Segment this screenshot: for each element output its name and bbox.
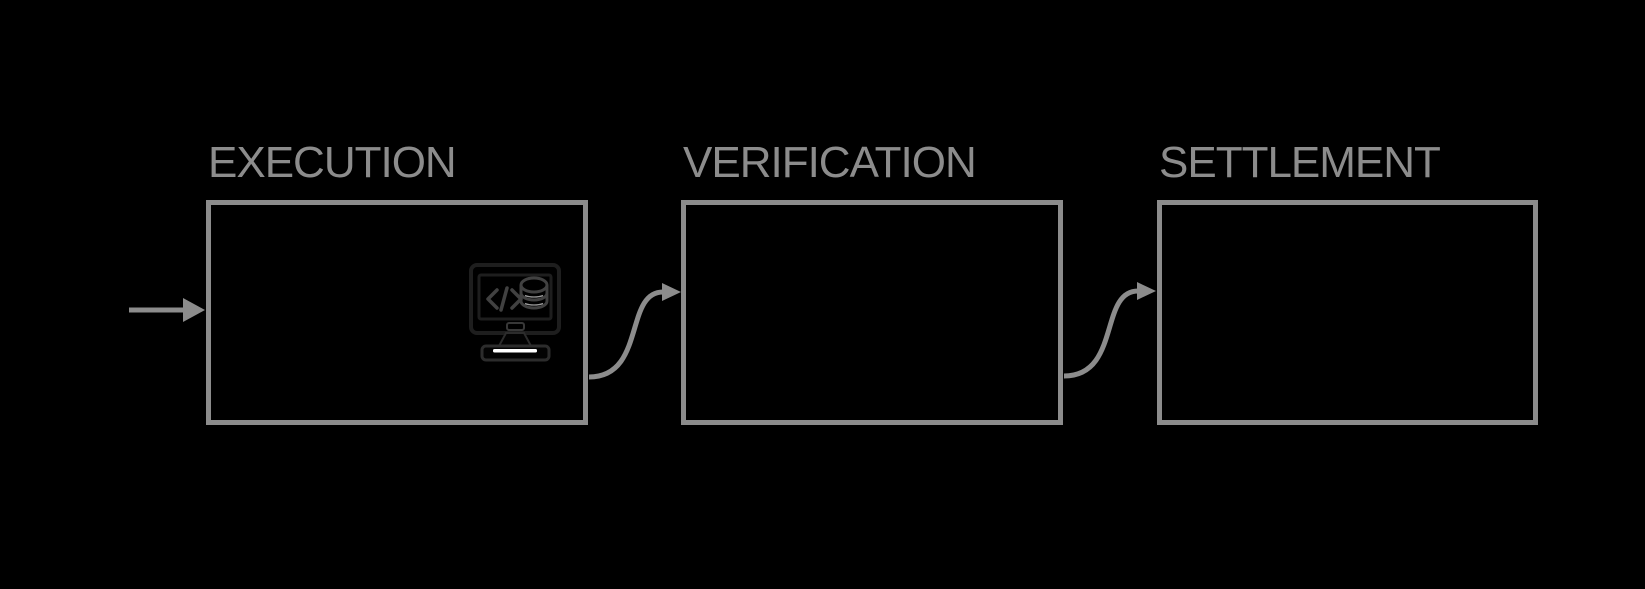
flow-arrow-verification-to-settlement — [1063, 282, 1156, 379]
base-highlight — [493, 349, 537, 353]
flow-arrow-execution-to-verification — [588, 283, 681, 380]
stage-settlement: SETTLEMENT — [1157, 138, 1538, 425]
coin-stack-glyph — [519, 276, 549, 310]
coin-glint — [524, 294, 544, 306]
stage-settlement-title: SETTLEMENT — [1159, 138, 1441, 187]
stage-execution: EXECUTION — [206, 138, 588, 425]
verification-box — [681, 200, 1063, 425]
flow-arrow-input — [129, 298, 205, 322]
stage-execution-title: EXECUTION — [208, 138, 457, 187]
execution-box — [206, 200, 588, 425]
stage-verification-title: VERIFICATION — [683, 138, 977, 187]
stage-verification: VERIFICATION — [681, 138, 1063, 425]
settlement-box — [1157, 200, 1538, 425]
monitor-code-coin-icon — [469, 263, 561, 362]
